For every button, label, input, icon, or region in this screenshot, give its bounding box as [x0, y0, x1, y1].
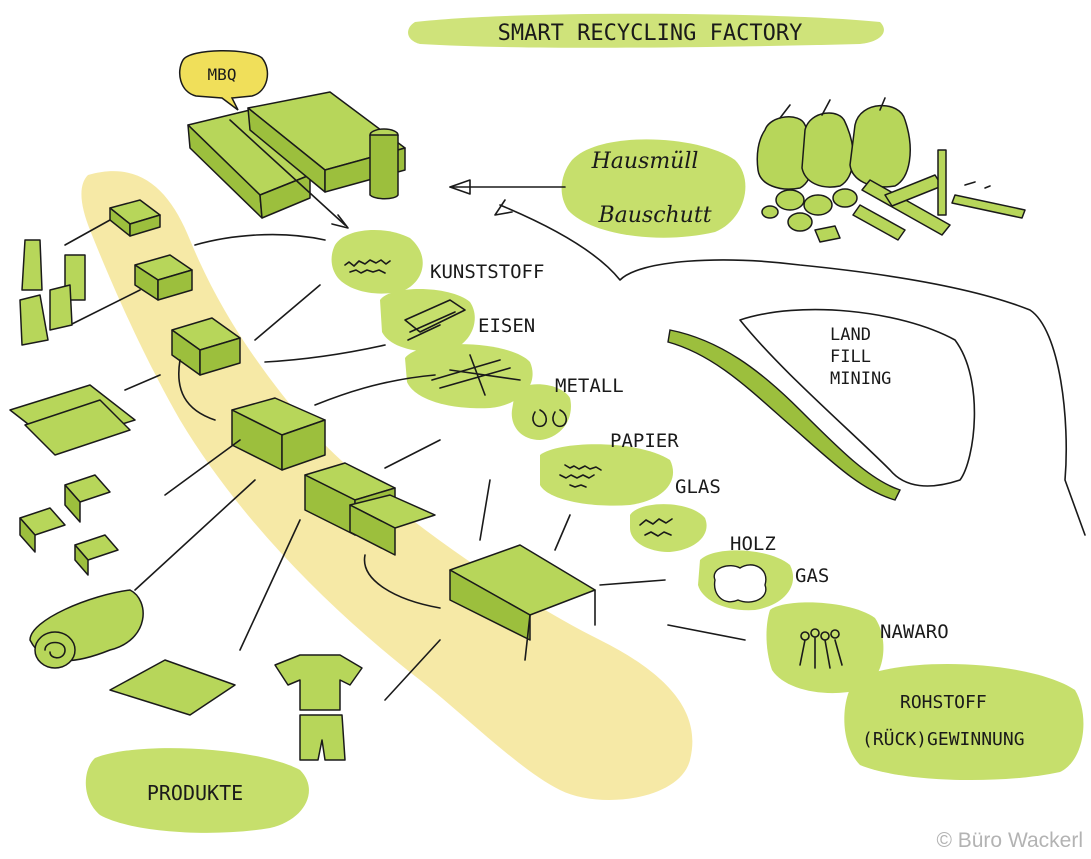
- landfill-mining: LAND FILL MINING: [494, 199, 1086, 536]
- material-papier: PAPIER: [610, 430, 679, 452]
- material-kunststoff: KUNSTSTOFF: [430, 261, 544, 283]
- products-blob: PRODUKTE: [85, 748, 309, 833]
- products-label: PRODUKTE: [147, 781, 243, 805]
- products: [9, 239, 363, 761]
- mbq-bubble: MBQ: [179, 50, 269, 111]
- production-line: [109, 199, 596, 661]
- title-highlight: [408, 13, 884, 48]
- material-metall: METALL: [555, 375, 624, 397]
- material-holz: HOLZ: [730, 533, 776, 555]
- mbq-plant: [187, 91, 406, 229]
- diagram-title: SMART RECYCLING FACTORY: [498, 21, 803, 46]
- source-hausmuell: Hausmüll: [591, 149, 699, 174]
- recovery-line1: ROHSTOFF: [900, 692, 987, 713]
- recovery-blob: ROHSTOFF (RÜCK)GEWINNUNG: [844, 663, 1084, 781]
- source-bauschutt: Bauschutt: [597, 203, 711, 228]
- material-glas: GLAS: [675, 476, 721, 498]
- flow-arrows: [64, 219, 746, 701]
- material-nawaro: NAWARO: [880, 621, 949, 643]
- landfill-line3: MINING: [830, 369, 891, 389]
- mbq-label: MBQ: [208, 65, 237, 84]
- production-band: [81, 171, 693, 801]
- landfill-line1: LAND: [830, 325, 871, 345]
- copyright: © Büro Wackerl: [936, 829, 1083, 852]
- material-eisen: EISEN: [478, 315, 535, 337]
- waste-sources: Hausmüll Bauschutt: [449, 139, 746, 238]
- landfill-line2: FILL: [830, 347, 871, 367]
- recovery-line2: (RÜCK)GEWINNUNG: [862, 728, 1025, 750]
- material-gas: GAS: [795, 565, 829, 587]
- waste-piles: [756, 97, 1026, 243]
- material-chain: KUNSTSTOFF EISEN METALL PAPIER GLAS HOLZ…: [331, 229, 949, 694]
